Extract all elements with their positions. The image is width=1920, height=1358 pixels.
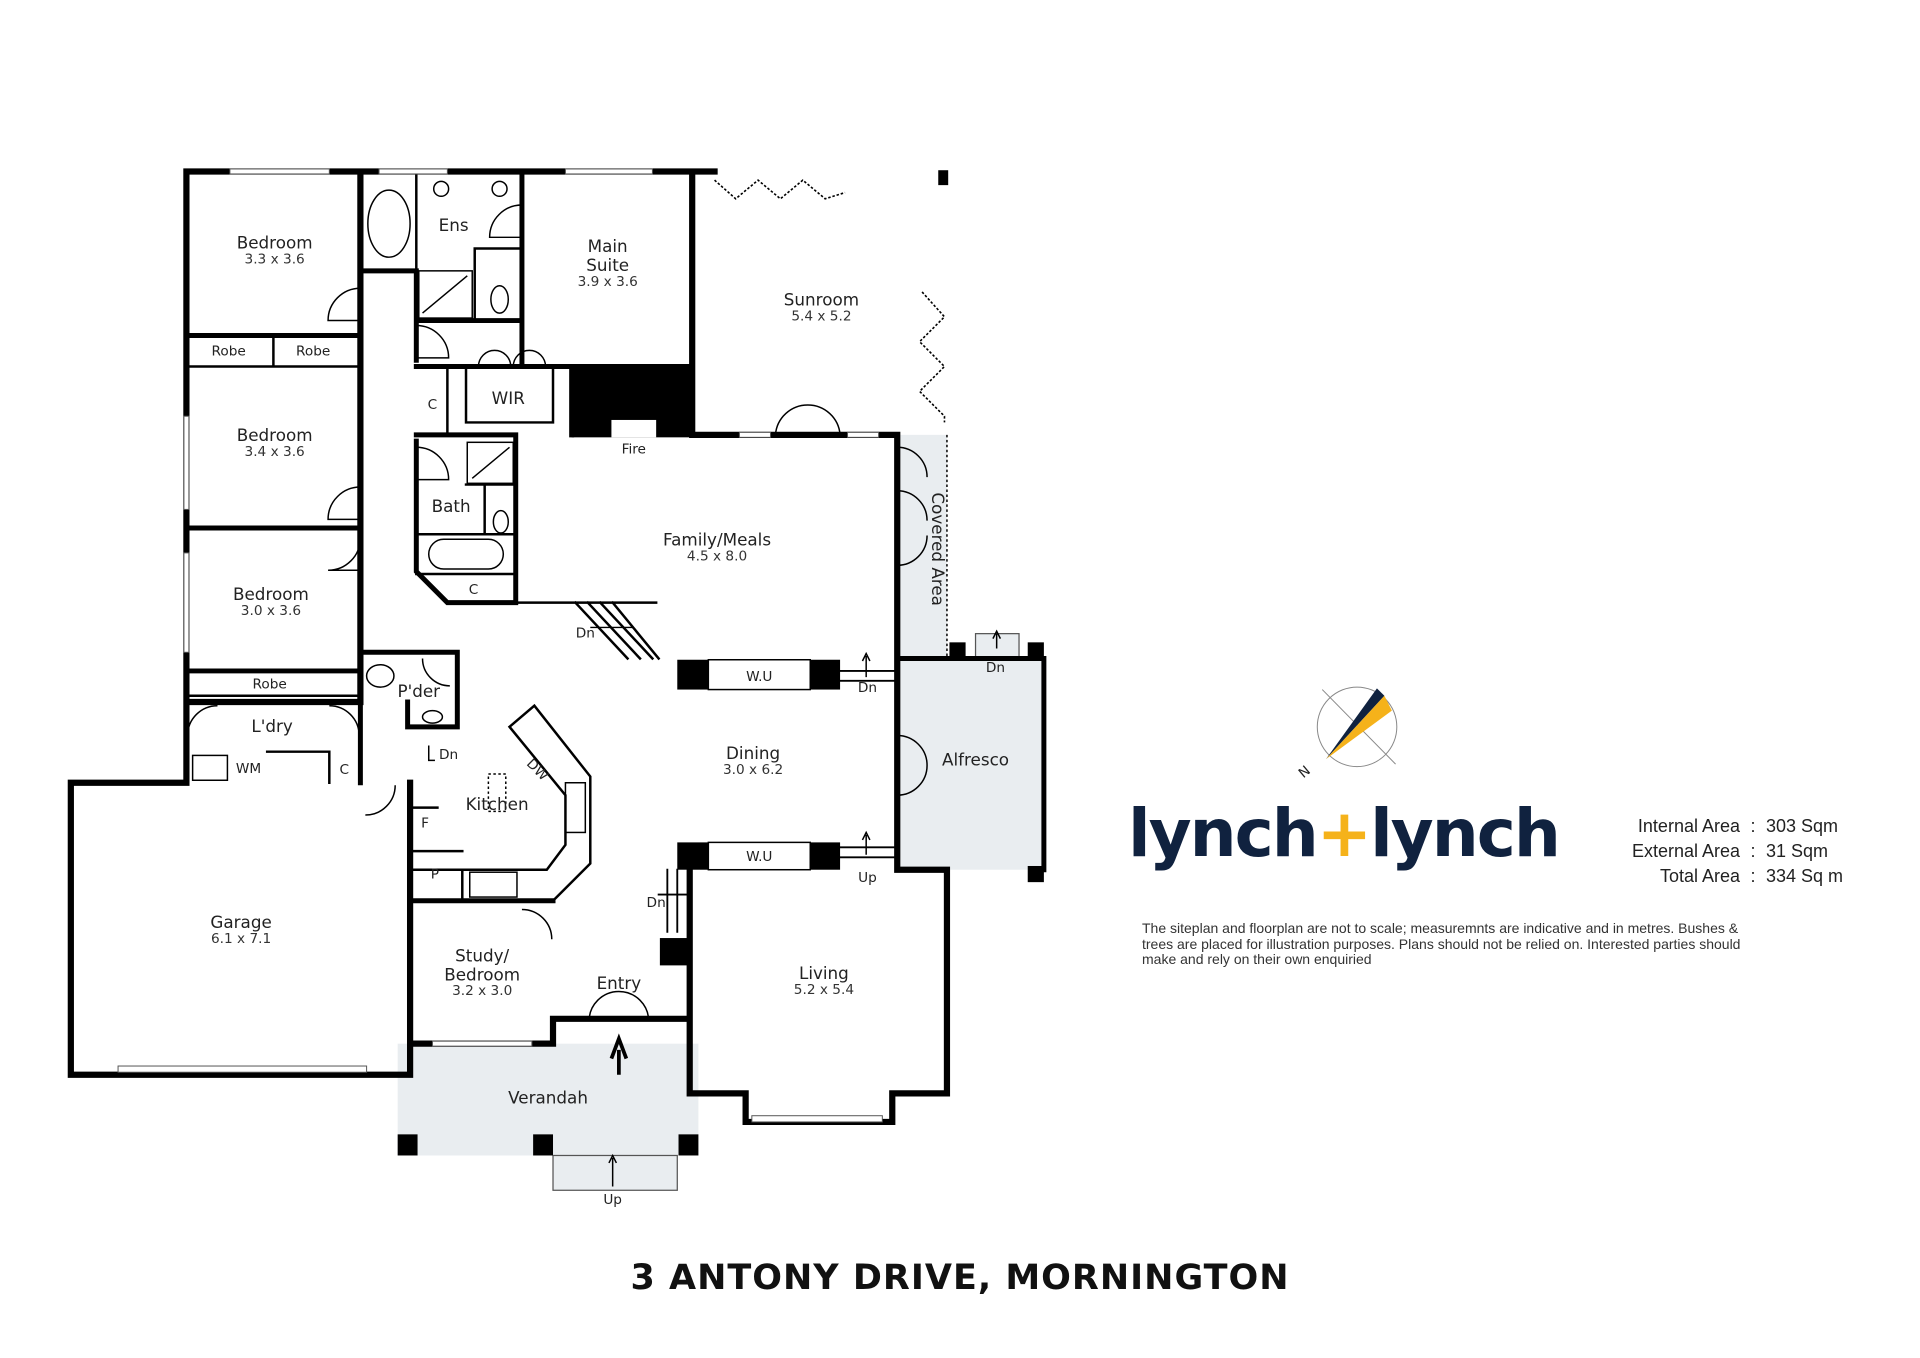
room-label-alfresco: Alfresco (942, 749, 1009, 769)
wu-pier (810, 842, 841, 870)
cupboard-label: C (469, 582, 479, 598)
room-label-living: Living (799, 963, 849, 983)
room-label-dining: Dining (726, 743, 780, 763)
room-label-wir: WIR (492, 388, 526, 408)
covered-area-label: Covered Area (928, 492, 948, 606)
doors (186, 204, 928, 1022)
room-dim-main-suite: 3.9 x 3.6 (578, 274, 638, 290)
north-compass-icon: N (1296, 686, 1398, 782)
stairs-down-label: Dn (858, 680, 877, 696)
room-label-family-meals: Family/Meals (663, 529, 771, 549)
fridge-label: F (421, 815, 429, 831)
wall-unit-label: W.U (746, 669, 772, 685)
disclaimer-text: The siteplan and floorplan are not to sc… (1142, 920, 1741, 967)
area-label: External Area (1631, 841, 1740, 861)
folding-door (714, 179, 846, 200)
wall-unit-label: W.U (746, 849, 772, 865)
wu-pier (677, 659, 709, 690)
area-value: 334 Sq m (1766, 866, 1844, 886)
room-label-kitchen: Kitchen (466, 794, 529, 814)
pier (1027, 865, 1044, 883)
room-dim-study: 3.2 x 3.0 (452, 983, 512, 999)
pier (397, 1134, 418, 1156)
fire-opening (611, 419, 657, 438)
wu-pier (677, 842, 709, 870)
wall-unit (707, 658, 811, 691)
brand-logo-part1: lynch (1128, 795, 1319, 872)
room-label-study: Bedroom (444, 964, 520, 984)
brand-logo-plus: + (1316, 795, 1372, 872)
room-label-main-suite: Suite (586, 255, 629, 275)
stairs-down-label: Dn (986, 660, 1005, 676)
room-dim-garage: 6.1 x 7.1 (211, 931, 271, 947)
robe-label: Robe (253, 676, 287, 692)
room-label-bedroom-2: Bedroom (237, 425, 313, 445)
area-label: Total Area (1659, 866, 1740, 886)
stairs-up-label: Up (603, 1192, 622, 1208)
area-value: 31 Sqm (1766, 841, 1829, 861)
room-label-sunroom: Sunroom (784, 290, 859, 310)
fire-label: Fire (622, 441, 646, 457)
room-label-main-suite: Main (588, 236, 628, 256)
room-dim-dining: 3.0 x 6.2 (723, 762, 783, 778)
walls (67, 168, 1047, 1126)
wall-unit (707, 841, 811, 871)
room-dim-sunroom: 5.4 x 5.2 (791, 309, 851, 325)
pier (533, 1134, 554, 1156)
pier (1027, 642, 1044, 659)
area-row-total: Total Area:334 Sq m (1620, 864, 1843, 889)
stairs-down-label: Dn (576, 625, 595, 641)
stairs-down-label: Dn (647, 895, 666, 911)
robe-label: Robe (212, 343, 246, 359)
room-label-bath: Bath (432, 496, 471, 516)
room-label-ensuite: Ens (439, 215, 469, 235)
area-row-external: External Area:31 Sqm (1620, 839, 1843, 864)
pier (659, 938, 690, 966)
robe-label: Robe (296, 343, 330, 359)
fixtures (191, 180, 1002, 1187)
area-label: Internal Area (1637, 816, 1740, 836)
room-dim-bedroom-2: 3.4 x 3.6 (245, 444, 305, 460)
property-address: 3 ANTONY DRIVE, MORNINGTON (630, 1258, 1290, 1298)
pier (949, 642, 966, 659)
alfresco-floor (897, 658, 1044, 870)
covered-area-floor (897, 434, 947, 659)
room-dim-bedroom-3: 3.0 x 3.6 (241, 603, 301, 619)
dishwasher-label: DW (523, 756, 552, 785)
area-value: 303 Sqm (1766, 816, 1839, 836)
room-label-laundry: L'dry (251, 716, 292, 736)
room-label-bedroom-1: Bedroom (237, 232, 313, 252)
room-label-bedroom-3: Bedroom (233, 584, 309, 604)
room-label-study: Study/ (455, 946, 509, 966)
pier (678, 1134, 699, 1156)
room-label-verandah: Verandah (508, 1087, 588, 1107)
compass-north-label: N (1296, 763, 1314, 782)
area-summary: Internal Area:303 Sqm External Area:31 S… (1620, 814, 1843, 889)
room-dim-living: 5.2 x 5.4 (794, 982, 854, 998)
folding-door (918, 291, 946, 423)
pier (938, 170, 949, 186)
windows (117, 168, 883, 1123)
area-row-internal: Internal Area:303 Sqm (1620, 814, 1843, 839)
room-label-garage: Garage (210, 912, 271, 932)
brand-logo-part2: lynch (1370, 795, 1561, 872)
room-dim-bedroom-1: 3.3 x 3.6 (245, 251, 305, 267)
cupboard-label: C (428, 397, 438, 413)
stairs-down-label: Dn (439, 747, 458, 763)
washing-machine-label: WM (236, 761, 261, 777)
wu-pier (810, 659, 841, 690)
room-label-powder: P'der (398, 681, 441, 701)
stairs-up-label: Up (858, 870, 877, 886)
room-label-entry: Entry (597, 973, 642, 993)
cupboard-label: C (339, 762, 349, 778)
pantry-label: P (431, 866, 439, 882)
brand-logo: lynch+lynch (1128, 795, 1561, 872)
room-dim-family-meals: 4.5 x 8.0 (687, 548, 747, 564)
